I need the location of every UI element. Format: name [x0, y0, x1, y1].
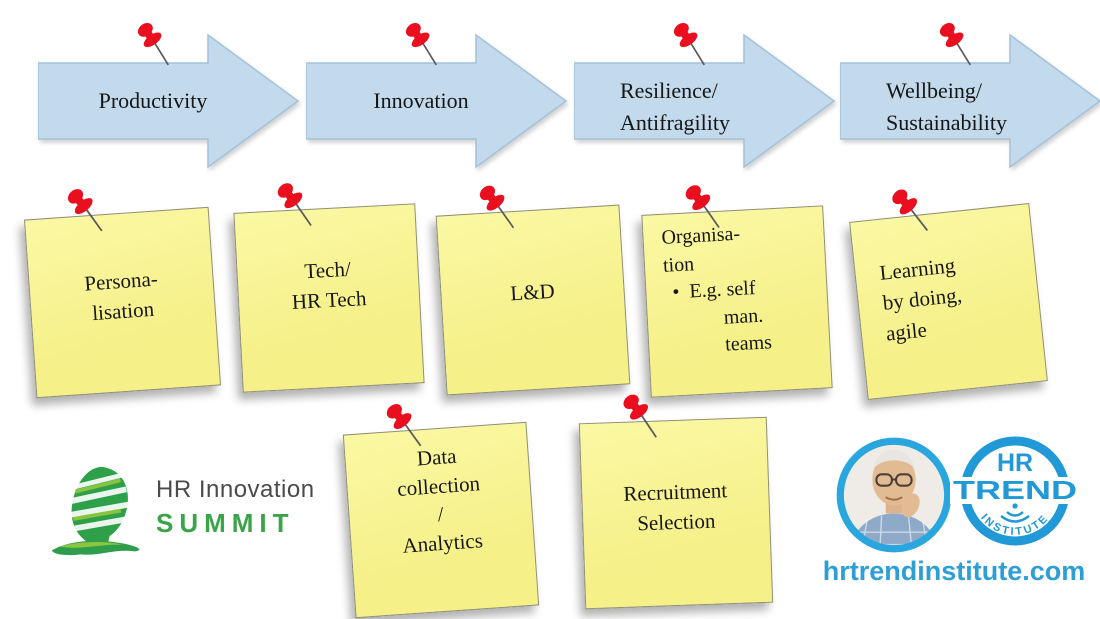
note-text: Tech/ HR Tech — [234, 204, 419, 320]
arrow-label: Productivity — [38, 33, 268, 169]
sticky-note-learning-by-doing: Learning by doing, agile — [849, 182, 1048, 400]
arrow-label: Wellbeing/ Sustainability — [840, 33, 1070, 175]
right-arrow-shape — [840, 33, 1100, 169]
arrow-label: Innovation — [306, 33, 536, 169]
note-text: Learning by doing, agile — [850, 204, 1042, 351]
right-arrow-shape — [306, 33, 568, 169]
sticky-note-personalisation: Persona- lisation — [23, 182, 222, 399]
presenter-photo — [836, 437, 952, 553]
website-url[interactable]: hrtrendinstitute.com — [822, 556, 1086, 586]
sticky-note-data-collection-analytics: Data collection / Analytics — [342, 397, 540, 619]
badge-trend-text: TREND — [953, 475, 1077, 505]
signal-arcs-icon — [1000, 511, 1030, 523]
summit-logo-title: HR Innovation — [156, 476, 315, 503]
hr-innovation-summit-logo: HR Innovation SUMMIT — [46, 458, 315, 562]
sticky-note-tech-hr-tech: Tech/ HR Tech — [233, 177, 425, 393]
sticky-note-organisation: Organisa- tion • E.g. self man. teams — [641, 179, 833, 398]
note-line: E.g. self — [688, 277, 757, 303]
arrow-label-line: Antifragility — [620, 110, 730, 135]
note-text: Persona- lisation — [25, 208, 215, 333]
arrow-label-line: Sustainability — [886, 110, 1007, 135]
sticky-note-recruitment-selection: Recruitment Selection — [578, 389, 774, 610]
pushpin-icon — [61, 182, 103, 235]
pushpin-icon — [473, 179, 515, 231]
note-line: Selection — [636, 509, 716, 536]
sticky-note-l-and-d: L&D — [435, 179, 631, 396]
arrow-label-line: Resilience/ — [620, 78, 718, 104]
summit-logo-subtitle: SUMMIT — [156, 508, 295, 538]
trend-arrow-resilience: Resilience/ Antifragility — [574, 19, 836, 169]
note-text: Data collection / Analytics — [344, 423, 534, 564]
trend-arrow-productivity: Productivity — [38, 19, 300, 169]
pushpin-icon — [617, 389, 658, 440]
arrow-label: Resilience/ Antifragility — [574, 33, 804, 175]
pushpin-icon — [271, 177, 312, 229]
pushpin-icon — [885, 182, 929, 236]
arrow-label-line: Innovation — [373, 88, 469, 114]
note-line: L&D — [509, 278, 556, 306]
right-arrow-shape — [38, 33, 300, 169]
trend-arrow-wellbeing: Wellbeing/ Sustainability — [840, 19, 1100, 169]
summit-head-icon — [51, 467, 140, 556]
note-text: Recruitment Selection — [580, 418, 770, 541]
badge-hr-text: HR — [997, 449, 1033, 477]
trend-arrow-innovation: Innovation — [306, 19, 568, 169]
hr-trend-institute-badge: HR TREND INSTITUTE — [950, 436, 1080, 546]
pushpin-icon — [679, 179, 720, 231]
right-arrow-shape — [574, 33, 836, 169]
pushpin-icon — [380, 397, 422, 450]
bullet-marker: • — [671, 281, 681, 304]
note-text: Organisa- tion • E.g. self man. teams — [642, 206, 829, 363]
arrow-label-line: Productivity — [98, 88, 208, 114]
note-text: L&D — [437, 206, 625, 313]
arrow-label-line: Wellbeing/ — [886, 78, 982, 104]
